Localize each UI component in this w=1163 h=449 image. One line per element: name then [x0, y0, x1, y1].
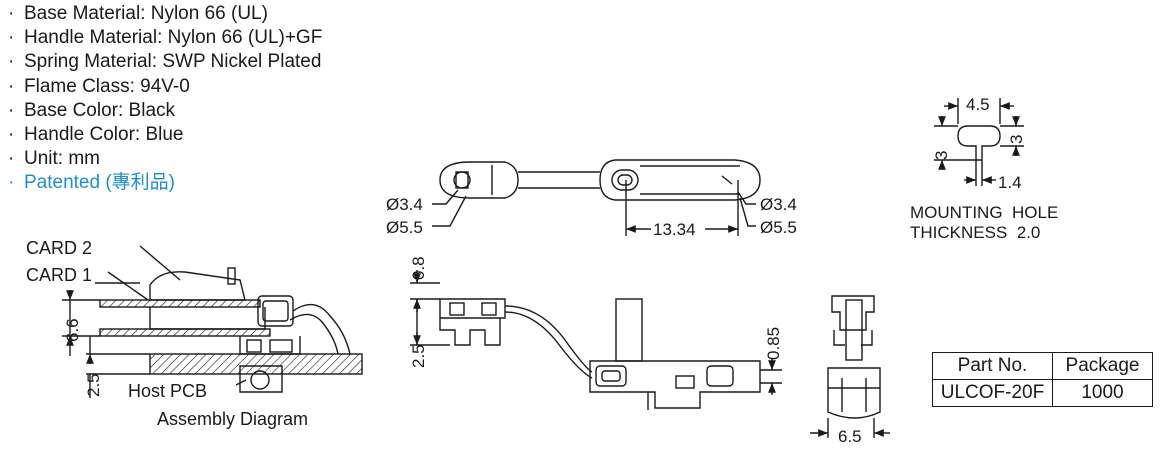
- assembly-connector-body: [149, 267, 351, 393]
- dim-pcb-label: 2.5: [84, 373, 103, 397]
- side-view-post: [615, 298, 643, 362]
- end-width-label: 6.5: [838, 427, 862, 446]
- side-dim-top-label: 0.8: [409, 256, 428, 280]
- top-view-left-tab: [439, 161, 519, 199]
- spec-item: · Base Color: Black: [8, 99, 322, 123]
- spec-item: · Spring Material: SWP Nickel Plated: [8, 50, 322, 74]
- cell-package: 1000: [1052, 379, 1153, 407]
- spec-text: Handle Color: Blue: [24, 124, 184, 146]
- spec-text: Spring Material: SWP Nickel Plated: [24, 51, 322, 73]
- top-view-right-tab: [599, 159, 761, 201]
- part-table-header: Part No. Package: [932, 352, 1153, 380]
- top-right-hole-label: Ø3.4: [760, 195, 797, 214]
- mounting-hole-shape: [957, 125, 1001, 161]
- card-2-board: [99, 299, 261, 308]
- bullet: ·: [8, 124, 15, 146]
- mount-width-label: 4.5: [966, 95, 990, 114]
- spec-item: · Patented (專利品): [8, 171, 322, 195]
- side-view: [410, 270, 782, 410]
- bullet: ·: [8, 27, 15, 49]
- card-1-label: CARD 1: [26, 265, 92, 285]
- mount-caption-line1: MOUNTING HOLE: [910, 203, 1058, 222]
- mount-height-left-label: 3: [932, 151, 951, 160]
- top-right-outer-label: Ø5.5: [760, 218, 797, 237]
- top-span-label: 13.34: [653, 220, 696, 239]
- spec-text: Base Material: Nylon 66 (UL): [24, 3, 268, 24]
- bullet: ·: [8, 75, 15, 97]
- side-dim-mid-label: 2.5: [409, 344, 428, 368]
- header-package: Package: [1052, 352, 1153, 380]
- spec-text: Handle Material: Nylon 66 (UL)+GF: [24, 27, 323, 49]
- bullet: ·: [8, 148, 15, 170]
- bullet: ·: [8, 172, 15, 194]
- spec-item: · Handle Color: Blue: [8, 123, 322, 147]
- dim-card-gap-label: 6.6: [63, 318, 82, 342]
- spec-text: Patented (專利品): [24, 172, 175, 194]
- spec-text: Flame Class: 94V-0: [24, 75, 190, 97]
- host-pcb-label: Host PCB: [128, 381, 207, 401]
- bullet: ·: [8, 51, 15, 73]
- part-table: Part No. Package ULCOF-20F 1000: [932, 352, 1153, 407]
- card-1-board: [99, 328, 271, 337]
- spec-list: · Base Material: Nylon 66 (UL) · Handle Mat…: [8, 2, 322, 196]
- end-view: [810, 295, 890, 438]
- spec-item: · Base Material: Nylon 66 (UL): [8, 2, 322, 26]
- spec-text: Base Color: Black: [24, 99, 176, 121]
- mount-height-right-label: 3: [1007, 135, 1026, 144]
- mounting-hole-detail: [934, 98, 1024, 186]
- top-left-outer-label: Ø5.5: [386, 218, 423, 237]
- mount-caption-line2: THICKNESS 2.0: [910, 223, 1040, 242]
- bullet: ·: [8, 3, 15, 24]
- spec-item: · Handle Material: Nylon 66 (UL)+GF: [8, 26, 322, 50]
- bullet: ·: [8, 99, 15, 121]
- side-dim-right-label: 0.85: [764, 327, 783, 360]
- mount-slot-label: 1.4: [998, 173, 1022, 192]
- card-2-label: CARD 2: [26, 238, 92, 258]
- spec-text: Unit: mm: [24, 148, 100, 170]
- host-pcb-board: [149, 353, 363, 375]
- header-part-no: Part No.: [932, 352, 1053, 380]
- cell-part-no: ULCOF-20F: [932, 379, 1053, 407]
- assembly-diagram: [62, 245, 363, 398]
- top-view: [432, 159, 761, 236]
- assembly-caption: Assembly Diagram: [157, 409, 308, 429]
- top-left-hole-label: Ø3.4: [386, 195, 423, 214]
- table-row: ULCOF-20F 1000: [932, 379, 1153, 407]
- spec-item: · Unit: mm: [8, 147, 322, 171]
- spec-item: · Flame Class: 94V-0: [8, 75, 322, 99]
